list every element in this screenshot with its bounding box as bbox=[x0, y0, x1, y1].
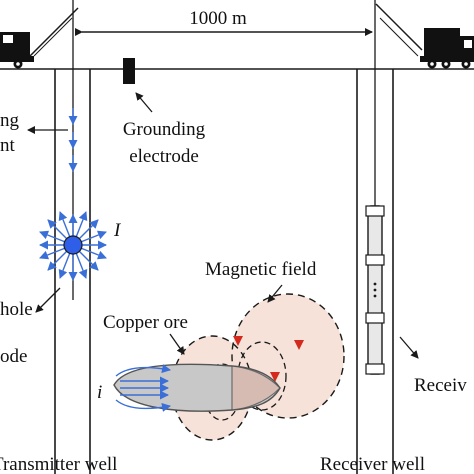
downhole-electrode-pointer bbox=[35, 287, 61, 313]
field-arrow-5 bbox=[294, 340, 304, 350]
grounding-electrode-label-2: electrode bbox=[129, 146, 199, 167]
receiver-well-label: Receiver well bbox=[320, 454, 425, 474]
field-arrow-4 bbox=[270, 372, 280, 382]
downhole-electrode bbox=[39, 211, 107, 281]
injected-current-label-2: nt bbox=[0, 135, 16, 156]
receiver-probe-label: Receiv bbox=[414, 375, 467, 396]
injected-current-label-1: ng bbox=[0, 110, 20, 131]
receiver-probe bbox=[365, 205, 385, 375]
receiver-well bbox=[356, 0, 394, 474]
grounding-electrode-pointer bbox=[135, 92, 153, 113]
grounding-electrode-label-1: Grounding bbox=[123, 119, 206, 140]
copper-ore-pointer bbox=[169, 333, 185, 355]
field-arrow-3 bbox=[233, 336, 243, 346]
transmitter-well-label: Transmitter well bbox=[0, 454, 117, 474]
field-loop-right bbox=[231, 293, 345, 419]
copper-ore-tip bbox=[231, 365, 281, 411]
receiver-truck bbox=[375, 3, 474, 69]
electrode-ball bbox=[63, 235, 83, 255]
induced-current-arrows bbox=[115, 364, 171, 412]
receiver-probe-pointer bbox=[399, 336, 419, 359]
induced-current-symbol: i bbox=[97, 382, 102, 403]
distance-label: 1000 m bbox=[189, 8, 247, 29]
current-symbol: I bbox=[113, 220, 122, 241]
downhole-electrode-label-1: hole bbox=[0, 299, 33, 320]
grounding-electrode bbox=[123, 58, 135, 84]
magnetic-field-pointer bbox=[267, 284, 283, 303]
downhole-electrode-label-2: ode bbox=[0, 346, 27, 367]
copper-ore-label: Copper ore bbox=[103, 312, 188, 333]
transmitter-truck bbox=[0, 7, 79, 69]
magnetic-field-label: Magnetic field bbox=[205, 259, 317, 280]
